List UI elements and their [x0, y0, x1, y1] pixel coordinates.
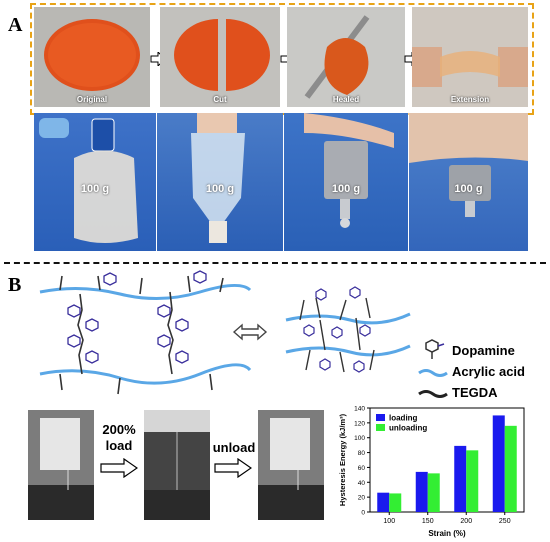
y-tick-label: 140	[354, 406, 365, 413]
caption-original: Original	[76, 95, 108, 104]
photo-cut: Cut	[160, 7, 280, 107]
x-axis-label: Strain (%)	[428, 529, 466, 538]
weight-label: 100 g	[205, 183, 235, 195]
caption-cut: Cut	[213, 95, 227, 104]
legend-tegda: TEGDA	[452, 385, 498, 400]
photo-healed: Healed	[287, 7, 405, 107]
y-tick-label: 100	[354, 435, 365, 442]
photo-hanging-bottle: 100 g	[157, 113, 283, 251]
weight-label: 100 g	[454, 183, 483, 195]
tegda-line-icon	[418, 390, 448, 398]
y-tick-label: 20	[358, 495, 366, 502]
y-tick-label: 40	[358, 480, 366, 487]
caption-healed: Healed	[332, 95, 360, 104]
arrow-icon	[100, 457, 139, 483]
bar-loading-150	[415, 471, 428, 512]
bar-loading-100	[377, 492, 390, 512]
caption-extension: Extension	[450, 95, 490, 104]
y-tick-label: 0	[361, 510, 365, 517]
x-tick-label: 150	[422, 518, 434, 525]
photo-skin-weight: 100 g	[409, 113, 528, 251]
x-tick-label: 200	[460, 518, 472, 525]
bar-unloading-250	[504, 425, 517, 512]
photo-bottle-weight: 100 g	[34, 113, 156, 251]
network-schematic	[39, 270, 411, 395]
legend-swatch-unloading	[376, 424, 385, 431]
bar-unloading-150	[427, 473, 440, 512]
arrow-icon	[214, 457, 253, 483]
weight-label: 100 g	[80, 183, 110, 195]
y-tick-label: 60	[358, 465, 366, 472]
unload-label: unload	[212, 440, 256, 455]
photo-tensile-recovered	[258, 410, 324, 520]
photo-tensile-loaded	[144, 410, 210, 520]
dopamine-icon	[425, 339, 445, 359]
y-tick-label: 80	[358, 450, 366, 457]
legend-label-unloading: unloading	[389, 424, 427, 433]
panel-b-label: B	[8, 274, 22, 296]
photo-tensile-initial	[28, 410, 94, 520]
load-percent-label: 200%	[102, 422, 136, 437]
y-tick-label: 120	[354, 420, 365, 427]
bar-loading-200	[454, 445, 467, 512]
legend-dopamine: Dopamine	[452, 343, 515, 358]
load-label: load	[105, 438, 133, 453]
panel-a-label: A	[8, 14, 23, 36]
x-tick-label: 250	[499, 518, 511, 525]
legend-swatch-loading	[376, 414, 385, 421]
panel-separator	[4, 262, 546, 264]
bar-unloading-100	[389, 493, 402, 512]
weight-label: 100 g	[331, 183, 361, 195]
legend-acrylic-acid: Acrylic acid	[452, 364, 525, 379]
bar-unloading-200	[466, 450, 479, 512]
photo-extension: Extension	[412, 7, 528, 107]
photo-metal-weight: 100 g	[284, 113, 408, 251]
legend-label-loading: loading	[389, 414, 418, 423]
y-axis-label: Hysteresis Energy (kJ/m³)	[338, 413, 347, 506]
photo-original: Original	[34, 7, 150, 107]
x-tick-label: 100	[383, 518, 395, 525]
acrylic-acid-line-icon	[418, 369, 448, 377]
bar-loading-250	[492, 415, 505, 512]
